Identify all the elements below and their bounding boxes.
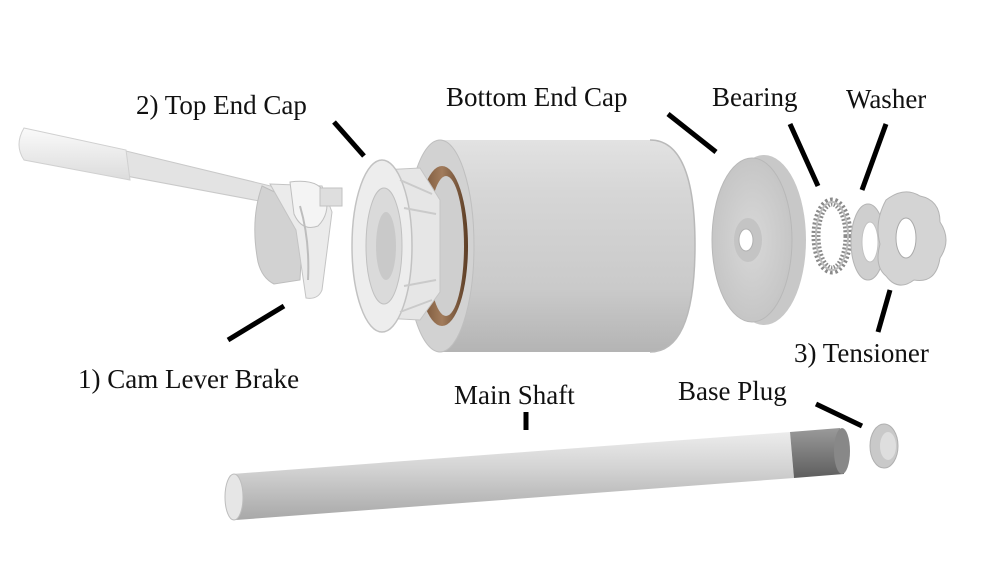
- main-shaft-label: Main Shaft: [454, 380, 575, 410]
- bottom-end-cap-leader: [666, 112, 718, 154]
- base-plug-label: Base Plug: [678, 376, 787, 406]
- bearing-part: [811, 197, 853, 275]
- main-body-part: [405, 139, 696, 353]
- bottom-end-cap-label: Bottom End Cap: [446, 82, 628, 112]
- bottom-end-cap-part: [711, 155, 806, 325]
- base-plug-part: [869, 423, 899, 469]
- base-plug-leader: [814, 401, 864, 429]
- tensioner-label: 3) Tensioner: [794, 338, 929, 368]
- top-end-cap-label: 2) Top End Cap: [136, 90, 307, 120]
- cam-lever-brake-leader: [226, 303, 286, 343]
- washer-part: [850, 203, 886, 281]
- cam-lever-brake-label: 1) Cam Lever Brake: [78, 364, 300, 394]
- top-end-cap-part: [351, 159, 441, 333]
- tensioner-leader: [875, 289, 893, 333]
- washer-label: Washer: [846, 84, 927, 114]
- main-shaft-part: [224, 428, 850, 521]
- bearing-label: Bearing: [712, 82, 798, 112]
- cam-lever-brake-part: [18, 127, 343, 299]
- tensioner-part: [877, 191, 947, 286]
- washer-leader: [859, 123, 889, 191]
- bearing-leader: [787, 122, 821, 188]
- top-end-cap-leader: [332, 120, 366, 158]
